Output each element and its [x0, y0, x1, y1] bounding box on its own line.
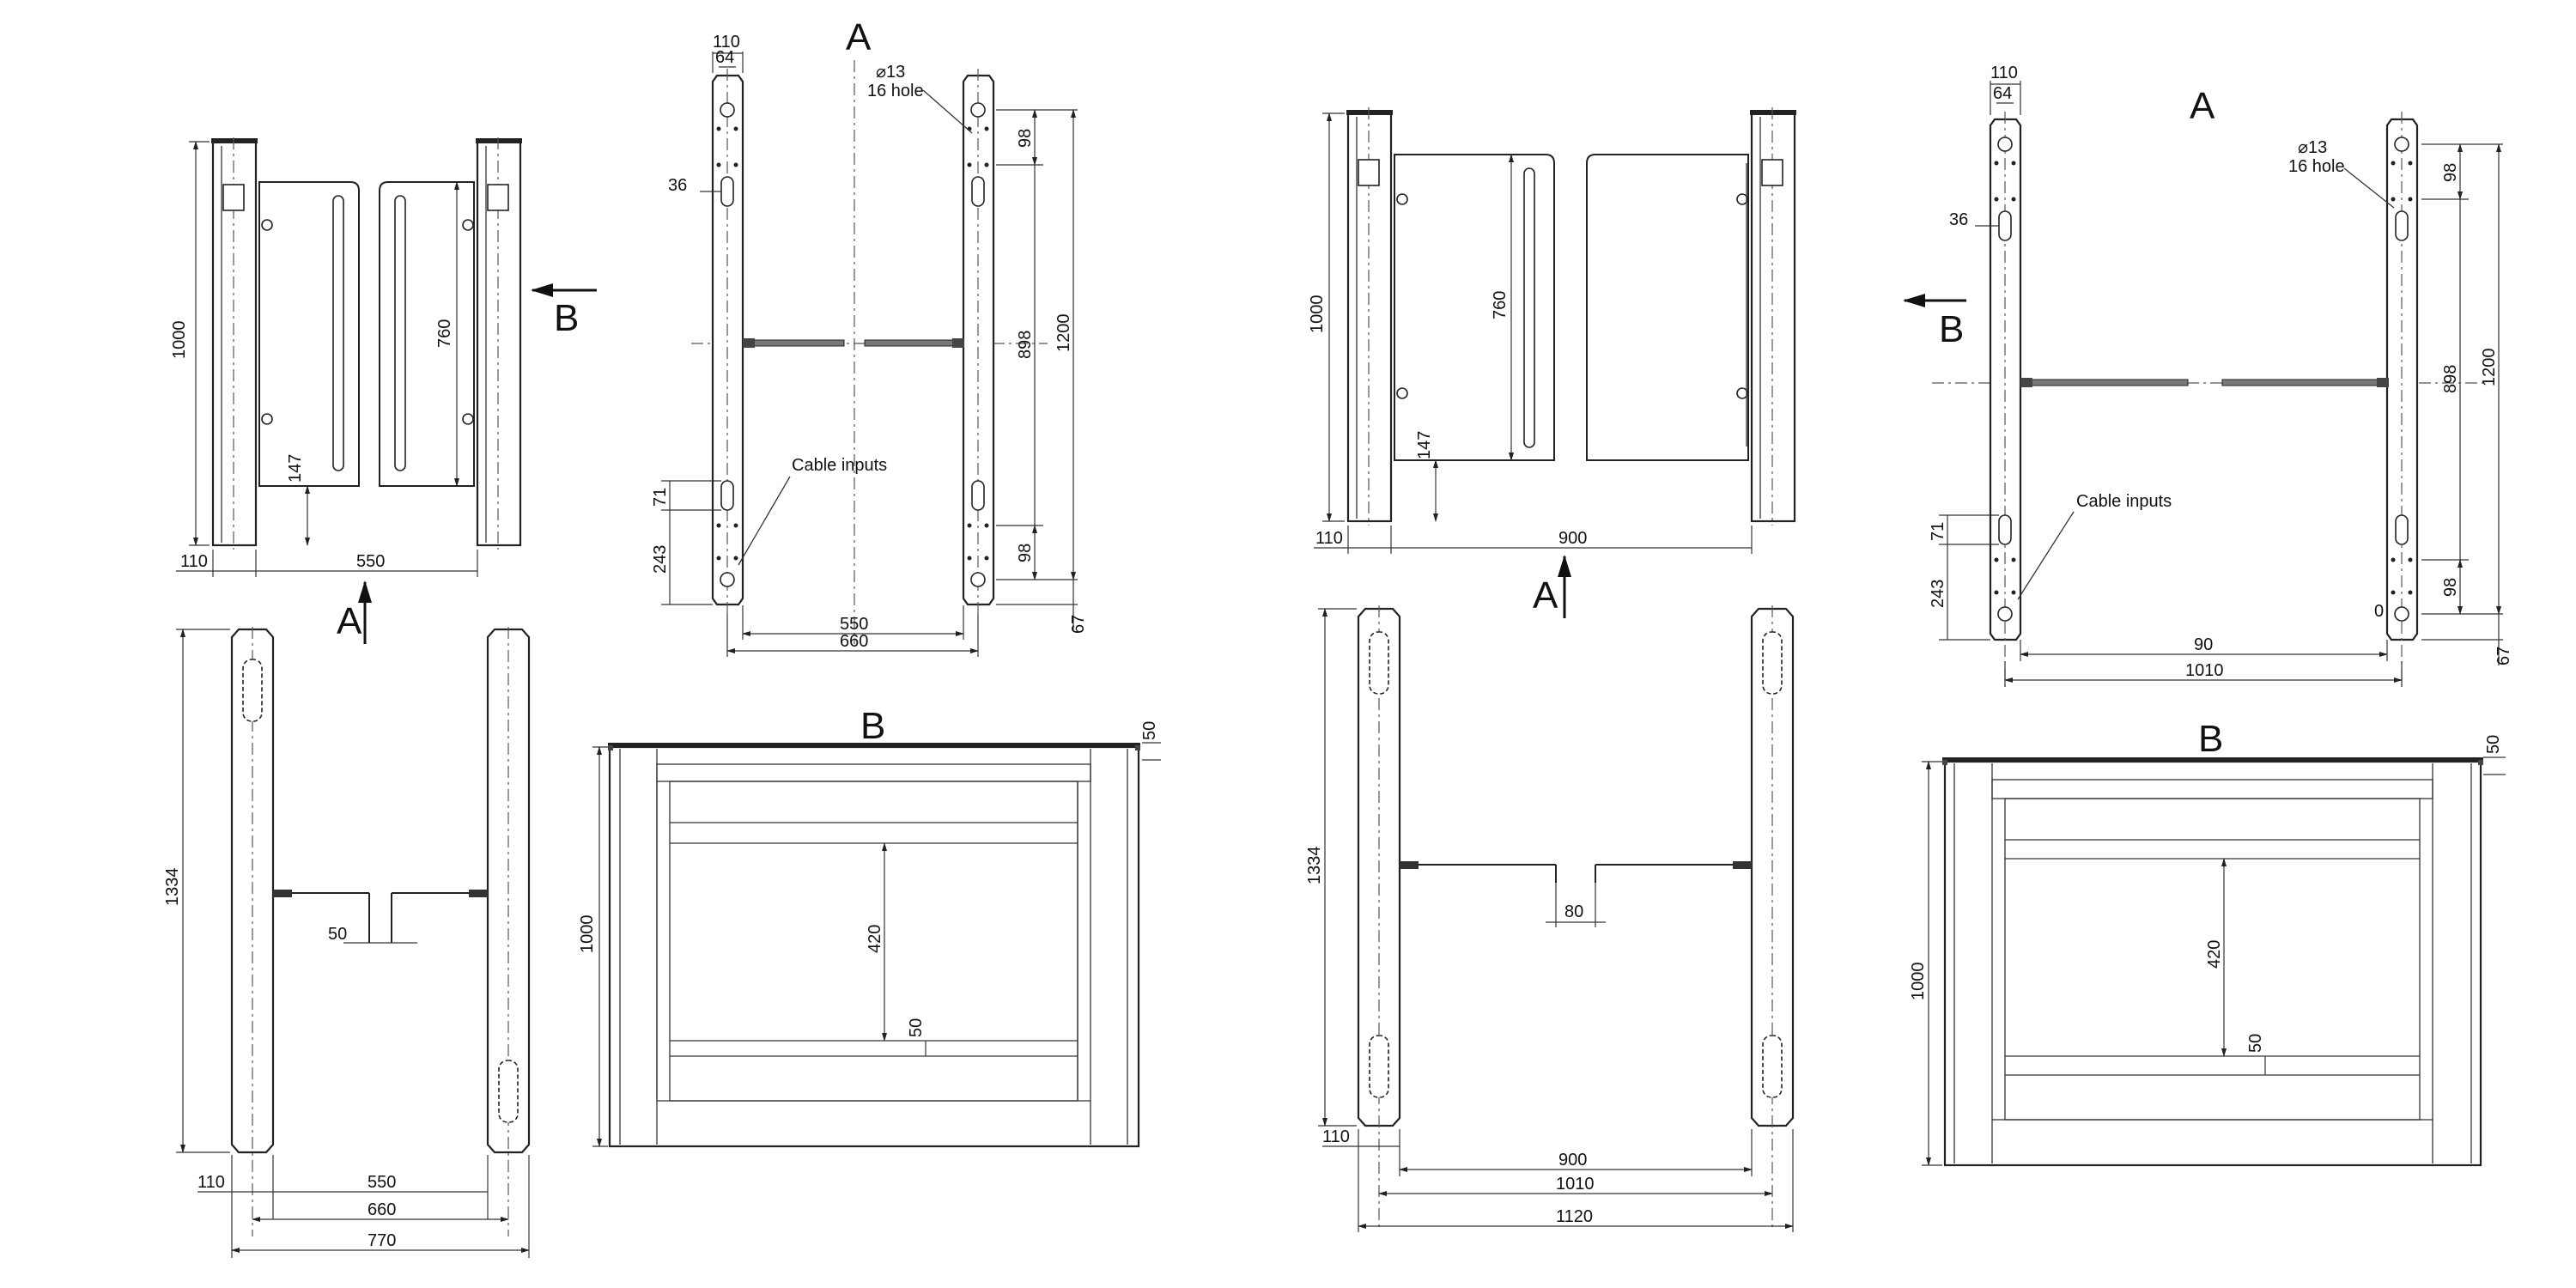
dim-post-width: 110 — [180, 552, 208, 571]
dim-post-width: 110 — [1315, 529, 1343, 548]
dim-1200: 1200 — [2480, 349, 2499, 387]
dim-height: 1000 — [1308, 295, 1327, 334]
dim-side-height: 1000 — [578, 915, 597, 954]
base-plate-right — [2385, 118, 2419, 641]
dim-top-rail: 50 — [2484, 735, 2503, 754]
sensor-window — [222, 184, 245, 211]
plan-title: A — [846, 16, 872, 58]
glass-wing-left — [1394, 154, 1555, 461]
dim-height: 1000 — [170, 321, 189, 360]
dim-1334: 1334 — [1305, 847, 1324, 885]
dim-71: 71 — [651, 488, 670, 507]
dim-gap: 900 — [1558, 529, 1587, 548]
base-plate-left — [1989, 118, 2022, 641]
hole-note-count: 16 hole — [867, 82, 924, 100]
dim-slot-offset: 36 — [668, 176, 687, 195]
side-title: B — [860, 705, 885, 747]
dim-900: 900 — [1558, 1151, 1587, 1170]
dim-zero: 0 — [2374, 602, 2384, 621]
left-plan-view-a: A 110 64 ⌀13 16 hole 36 98 898 98 1200 — [651, 16, 1088, 657]
dim-67: 67 — [2494, 647, 2513, 665]
dim-1120: 1120 — [1556, 1207, 1593, 1226]
sensor-window — [1761, 159, 1783, 186]
view-a-label: A — [337, 600, 362, 642]
view-b-label: B — [554, 297, 579, 339]
side-frame — [608, 745, 1140, 1148]
dim-plate-width: 110 — [713, 33, 740, 52]
dim-67: 67 — [1069, 615, 1088, 634]
right-top-view: 80 1334 110 900 1010 1120 — [1305, 605, 1795, 1232]
dim-flap-gap: 80 — [1564, 902, 1583, 921]
dim-243: 243 — [1929, 580, 1947, 608]
dim-98-bottom: 98 — [1016, 544, 1035, 562]
dim-98-bottom: 98 — [2441, 578, 2460, 597]
dim-plate-width: 110 — [1990, 64, 2018, 82]
dim-hole-spacing: 64 — [1993, 84, 2012, 103]
dim-660: 660 — [840, 632, 868, 651]
hole-note-count: 16 hole — [2288, 157, 2345, 176]
dim-90: 90 — [2194, 635, 2213, 654]
dim-gap: 550 — [356, 552, 385, 571]
hole-note-diameter: ⌀13 — [2298, 138, 2327, 157]
dim-bottom-offset: 147 — [286, 454, 305, 483]
dim-770: 770 — [368, 1231, 396, 1250]
dim-gate-height: 760 — [435, 319, 454, 348]
right-plan-view-a: A 110 64 ⌀13 16 hole 36 B 98 898 98 1200… — [1903, 64, 2513, 687]
left-top-view: 50 1334 110 550 660 770 — [163, 627, 531, 1258]
dim-hole-spacing: 64 — [715, 48, 734, 67]
hole-note-diameter: ⌀13 — [876, 63, 905, 82]
side-frame — [1943, 760, 2482, 1167]
cable-inputs-label: Cable inputs — [2076, 492, 2172, 511]
left-side-view-b: B 50 1000 420 50 — [578, 705, 1161, 1148]
view-b-label: B — [1939, 308, 1964, 350]
dim-898: 898 — [2441, 365, 2460, 393]
sensor-window — [1358, 159, 1380, 186]
dim-bottom-offset: 147 — [1415, 431, 1434, 459]
dim-98-top: 98 — [1016, 129, 1035, 148]
view-a-label: A — [1533, 574, 1558, 617]
dim-1334: 1334 — [163, 868, 182, 907]
dim-243: 243 — [651, 545, 670, 574]
glass-wing-right — [379, 181, 475, 487]
dim-898: 898 — [1016, 331, 1035, 359]
sensor-window — [487, 184, 509, 211]
dim-420: 420 — [2205, 940, 2224, 969]
dim-1010: 1010 — [1556, 1175, 1595, 1194]
right-front-elevation: 1000 760 147 110 900 A — [1308, 107, 1796, 618]
side-title: B — [2198, 718, 2223, 760]
dim-110: 110 — [1322, 1127, 1350, 1146]
dim-1200: 1200 — [1054, 314, 1073, 353]
dim-50-lower: 50 — [2246, 1034, 2265, 1053]
dim-110: 110 — [197, 1173, 225, 1192]
dim-top-rail: 50 — [1140, 721, 1159, 740]
dim-slot-offset: 36 — [1949, 210, 1968, 229]
dim-71: 71 — [1929, 522, 1947, 541]
dim-420: 420 — [866, 925, 884, 953]
dim-1010: 1010 — [2185, 661, 2224, 680]
dim-98-top: 98 — [2441, 163, 2460, 182]
dim-50-lower: 50 — [907, 1018, 926, 1037]
dim-gate-height: 760 — [1491, 291, 1510, 319]
left-front-elevation: 1000 760 147 110 550 A B — [170, 137, 597, 644]
right-side-view-b: B 50 1000 420 50 — [1909, 718, 2506, 1167]
dim-550: 550 — [840, 615, 868, 634]
dim-flap-gap: 50 — [328, 925, 347, 944]
plan-title: A — [2190, 85, 2215, 127]
glass-wing-right — [1586, 154, 1749, 461]
dim-550: 550 — [368, 1173, 396, 1192]
cable-inputs-label: Cable inputs — [792, 456, 887, 475]
dim-660: 660 — [368, 1200, 396, 1219]
dim-side-height: 1000 — [1909, 963, 1928, 1001]
